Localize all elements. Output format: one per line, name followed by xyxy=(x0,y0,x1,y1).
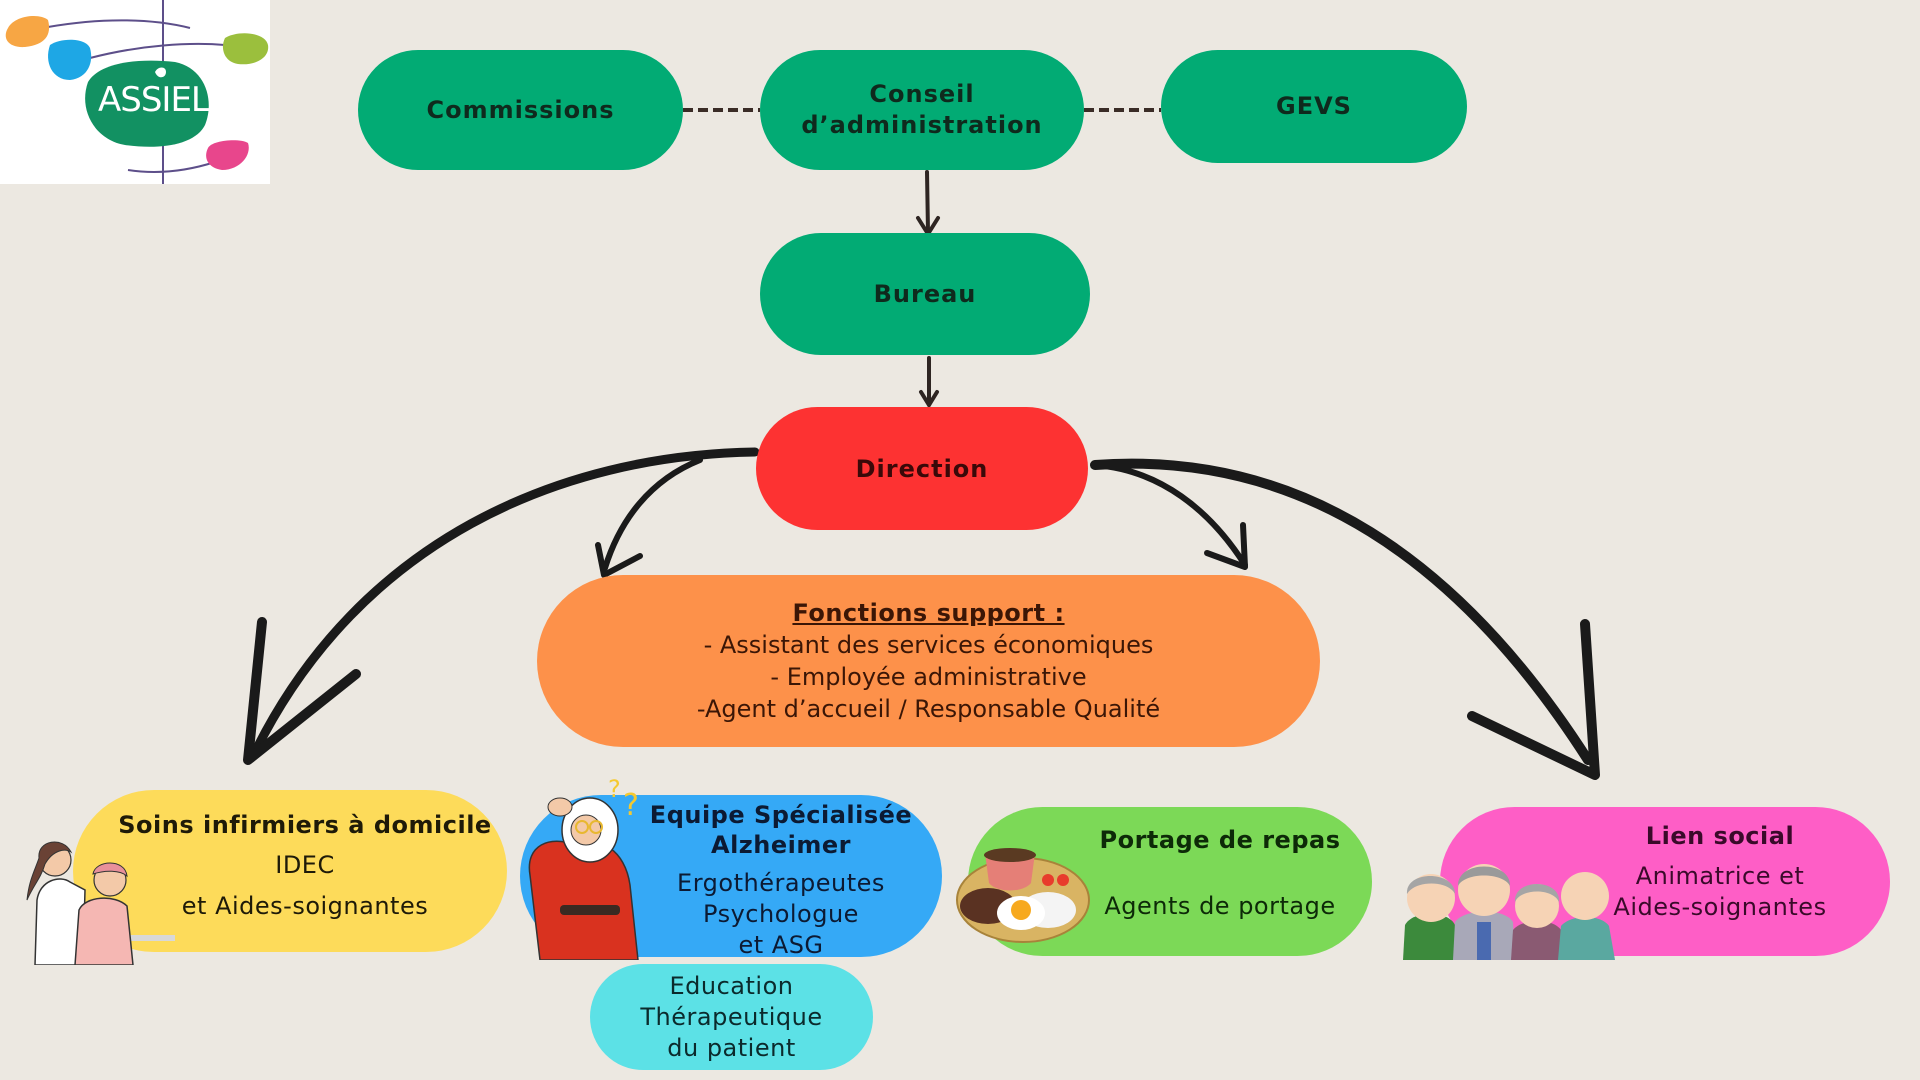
svg-text:?: ? xyxy=(608,775,621,803)
logo-graphic xyxy=(5,0,269,184)
node-direction[interactable]: Direction xyxy=(756,407,1088,530)
arrow-conseil-to-bureau xyxy=(916,170,940,238)
soins-line: IDEC xyxy=(275,851,335,879)
esa-line: Ergothérapeutes xyxy=(677,869,885,897)
assiel-logo: ASSIEL xyxy=(0,0,270,184)
node-direction-label: Direction xyxy=(855,454,989,483)
soins-title: Soins infirmiers à domicile xyxy=(118,811,492,839)
arrow-direction-to-support-right xyxy=(1092,462,1248,570)
confused-elder-illustration: ? ? xyxy=(528,775,639,960)
logo-pink-blob xyxy=(206,140,249,170)
node-commissions-label: Commissions xyxy=(426,95,615,124)
meal-plate-illustration xyxy=(956,848,1090,943)
logo-green-blob xyxy=(85,60,209,147)
support-item: - Employée administrative xyxy=(770,663,1087,691)
node-fonctions-support[interactable]: Fonctions support : - Assistant des serv… xyxy=(537,575,1320,747)
etp-line: du patient xyxy=(667,1033,796,1062)
node-gevs[interactable]: GEVS xyxy=(1161,50,1467,163)
support-title: Fonctions support : xyxy=(792,599,1065,627)
node-soins-infirmiers[interactable]: Soins infirmiers à domicile IDEC et Aide… xyxy=(73,790,507,952)
svg-text:?: ? xyxy=(623,788,639,823)
node-commissions[interactable]: Commissions xyxy=(358,50,683,170)
node-bureau[interactable]: Bureau xyxy=(760,233,1090,355)
nurse-patient-illustration xyxy=(26,841,175,965)
node-conseil-label-line1: Conseil xyxy=(869,80,975,108)
lien-title: Lien social xyxy=(1645,822,1795,850)
logo-blue-blob xyxy=(48,39,92,80)
node-conseil-administration[interactable]: Conseil d’administration xyxy=(760,50,1084,170)
lien-line: Animatrice et xyxy=(1635,862,1805,890)
arrow-bureau-to-direction xyxy=(919,356,939,409)
logo-text: ASSIEL xyxy=(98,80,210,120)
esa-line: Psychologue xyxy=(703,900,859,928)
logo-lime-blob xyxy=(222,33,269,65)
arrow-direction-to-soins xyxy=(243,447,760,765)
node-bureau-label: Bureau xyxy=(873,279,977,308)
portage-title: Portage de repas xyxy=(1099,826,1341,854)
soins-line: et Aides-soignantes xyxy=(181,892,429,920)
arrow-direction-to-support-left xyxy=(595,457,703,578)
node-education-therapeutique[interactable]: Education Thérapeutique du patient xyxy=(590,964,873,1070)
esa-title-line: Equipe Spécialisée xyxy=(649,801,913,829)
lien-line: Aides-soignantes xyxy=(1613,893,1827,921)
node-lien-social[interactable]: Lien social Animatrice et Aides-soignant… xyxy=(1440,807,1890,956)
support-item: - Assistant des services économiques xyxy=(703,631,1154,659)
logo-orange-blob xyxy=(5,16,50,48)
support-item: -Agent d’accueil / Responsable Qualité xyxy=(696,695,1161,723)
esa-line: et ASG xyxy=(738,931,824,959)
node-conseil-label-line2: d’administration xyxy=(801,111,1043,139)
etp-line: Thérapeutique xyxy=(640,1002,823,1031)
portage-line: Agents de portage xyxy=(1104,892,1336,920)
etp-line: Education xyxy=(669,971,794,1000)
node-gevs-label: GEVS xyxy=(1276,92,1352,120)
arrow-direction-to-lien xyxy=(1090,458,1600,780)
esa-title-line: Alzheimer xyxy=(711,831,851,859)
elderly-group-illustration xyxy=(1403,864,1615,960)
